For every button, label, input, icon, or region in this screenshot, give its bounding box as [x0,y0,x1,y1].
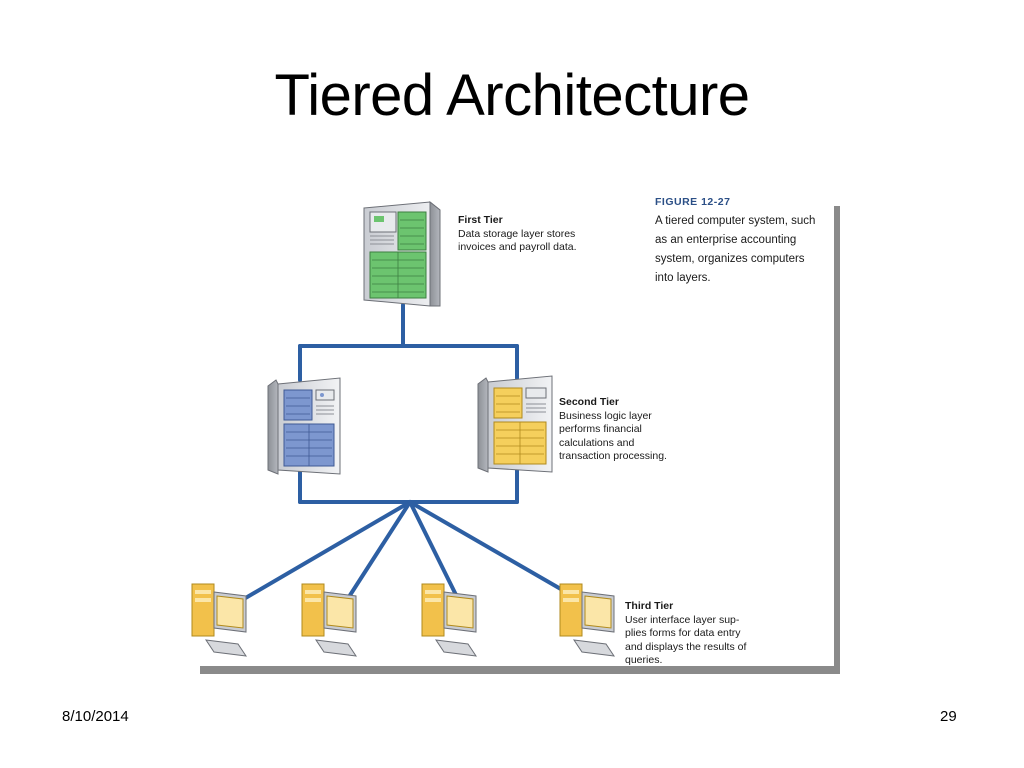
figure-shadow-right [831,206,840,672]
third-tier-label: Third Tier User interface layer sup- pli… [625,600,746,668]
client-workstation-3-icon [421,583,478,657]
second-tier-server-left-icon [267,377,341,475]
first-tier-name: First Tier [458,214,503,226]
connector-to-client-2 [343,500,412,605]
first-tier-description: Data storage layer stores invoices and p… [458,227,577,254]
client-workstation-4-icon [559,583,616,657]
client-workstation-1-icon [191,583,248,657]
second-tier-name: Second Tier [559,396,619,408]
figure-caption: FIGURE 12-27 A tiered computer system, s… [655,196,840,288]
connector-to-client-3 [408,500,462,605]
figure-shadow-bottom [200,666,840,674]
third-tier-name: Third Tier [625,600,674,612]
figure-caption-text: A tiered computer system, such as an ent… [655,215,816,284]
first-tier-label: First Tier Data storage layer stores inv… [458,214,577,255]
second-tier-server-right-icon [477,375,553,473]
connector-to-client-1 [235,500,412,605]
tier-connectors [235,303,587,605]
slide-date: 8/10/2014 [62,708,129,725]
connector-to-client-4 [408,500,587,605]
first-tier-server-icon [363,200,441,307]
third-tier-description: User interface layer sup- plies forms fo… [625,613,747,667]
client-workstation-2-icon [301,583,358,657]
second-tier-description: Business logic layer performs financial … [559,409,667,463]
slide-page-number: 29 [940,708,957,725]
second-tier-label: Second Tier Business logic layer perform… [559,396,667,464]
slide-title: Tiered Architecture [274,63,750,128]
figure-label: FIGURE 12-27 [655,196,731,208]
